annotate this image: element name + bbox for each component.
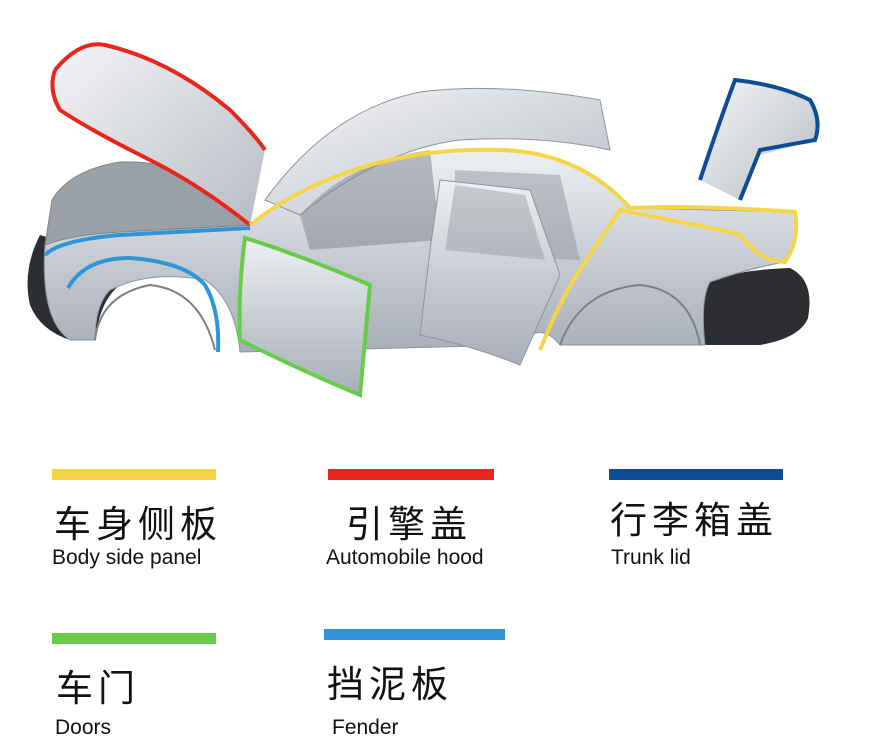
fender-outline [43, 226, 251, 353]
legend-label-zh: 引擎盖 [346, 503, 472, 546]
body-side-panel-outline [248, 147, 799, 351]
rear-door-panel [419, 179, 561, 366]
rear-door-window [445, 185, 545, 260]
legend-label-en: Body side panel [52, 546, 202, 569]
legend-swatch-trunk-lid [609, 469, 783, 480]
front-door-outline [237, 235, 373, 398]
legend-swatch-body-side-panel [52, 469, 216, 480]
car-body-illustration [27, 42, 820, 398]
legend-label-en: Doors [55, 716, 112, 739]
legend-label-zh: 行李箱盖 [610, 499, 778, 542]
roof-frame [264, 87, 611, 216]
rear-wheel-arch [559, 283, 701, 346]
legend-label-zh: 挡泥板 [327, 663, 453, 706]
legend-label-zh: 车门 [56, 667, 140, 710]
front-door-panel [239, 238, 370, 395]
legend-swatch-fender [324, 629, 505, 640]
legend-label-en: Automobile hood [326, 546, 484, 569]
legend-label-en: Trunk lid [611, 546, 691, 569]
legend-swatch-automobile-hood [328, 469, 494, 480]
front-wheel-arch [94, 283, 216, 351]
trunk-lid-outline [698, 77, 820, 201]
hood-panel [52, 44, 265, 226]
legend-swatch-doors [52, 633, 216, 644]
trunk-lid-panel [700, 80, 818, 200]
window-openings [300, 150, 440, 250]
rear-bumper [700, 268, 810, 345]
hood-outline [50, 42, 267, 227]
legend-label-zh: 车身侧板 [54, 503, 222, 546]
legend-label-en: Fender [332, 716, 399, 739]
